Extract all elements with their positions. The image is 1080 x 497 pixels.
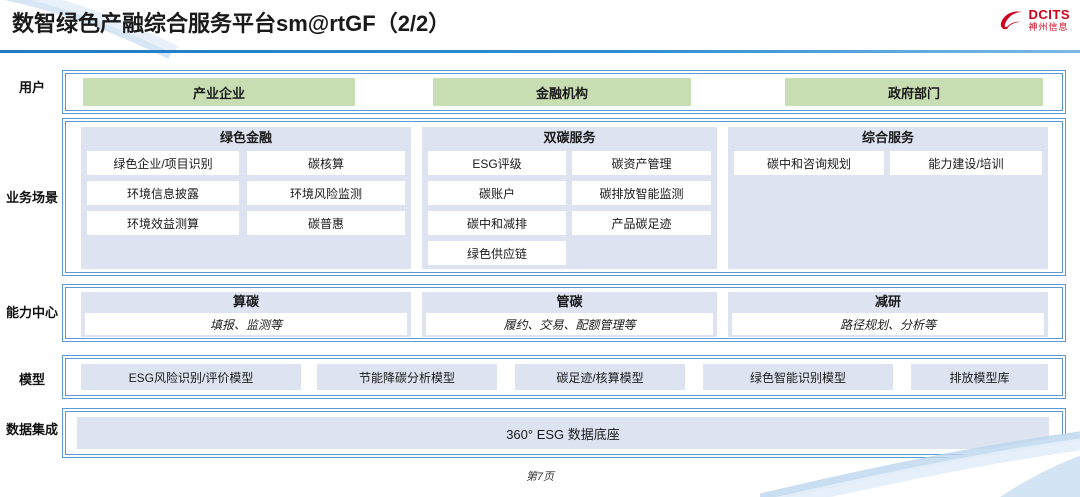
capability-sub[interactable]: 履约、交易、配额管理等 bbox=[426, 313, 713, 335]
capability-title: 管碳 bbox=[556, 294, 583, 309]
scenario-cell[interactable]: 碳中和减排 bbox=[428, 211, 566, 235]
logo-text-cn: 神州信息 bbox=[1028, 22, 1069, 32]
page-number: 第7页 bbox=[525, 471, 555, 483]
panel-integrated-service: 综合服务 碳中和咨询规划 能力建设/培训 bbox=[728, 127, 1048, 269]
scenario-cell[interactable]: 环境效益测算 bbox=[87, 211, 239, 235]
brand-logo: DCITS 神州信息 bbox=[999, 8, 1071, 32]
scenario-cell[interactable]: 环境风险监测 bbox=[247, 181, 405, 205]
capability-panel-reduce-research: 减研 路径规划、分析等 bbox=[728, 292, 1048, 337]
scenario-cell[interactable]: 绿色企业/项目识别 bbox=[87, 151, 239, 175]
header-divider bbox=[0, 50, 1080, 53]
capability-panel-manage-carbon: 管碳 履约、交易、配额管理等 bbox=[422, 292, 717, 337]
scenario-cell[interactable]: 碳资产管理 bbox=[572, 151, 711, 175]
panel-green-finance: 绿色金融 绿色企业/项目识别 碳核算 环境信息披露 环境风险监测 环境效益测算 … bbox=[81, 127, 411, 269]
capability-panel-count-carbon: 算碳 填报、监测等 bbox=[81, 292, 411, 337]
model-box[interactable]: 节能降碳分析模型 bbox=[317, 364, 497, 390]
user-box-government[interactable]: 政府部门 bbox=[785, 78, 1043, 106]
row-label-model: 模型 bbox=[18, 372, 45, 387]
scenario-cell[interactable]: 碳排放智能监测 bbox=[572, 181, 711, 205]
scenario-cell[interactable]: 碳中和咨询规划 bbox=[734, 151, 884, 175]
scenario-cell[interactable]: 产品碳足迹 bbox=[572, 211, 711, 235]
row-label-data: 数据集成 bbox=[6, 422, 59, 437]
capability-sub[interactable]: 填报、监测等 bbox=[85, 313, 407, 335]
model-box[interactable]: 绿色智能识别模型 bbox=[703, 364, 893, 390]
scenario-cell[interactable]: ESG评级 bbox=[428, 151, 566, 175]
scenario-cell[interactable]: 碳普惠 bbox=[247, 211, 405, 235]
slide-header: 数智绿色产融综合服务平台sm@rtGF（2/2） DCITS 神州信息 bbox=[0, 0, 1080, 53]
scenario-cell[interactable]: 能力建设/培训 bbox=[890, 151, 1042, 175]
capability-sub[interactable]: 路径规划、分析等 bbox=[732, 313, 1044, 335]
scenario-cell[interactable]: 碳核算 bbox=[247, 151, 405, 175]
row-frame-user: 产业企业 金融机构 政府部门 bbox=[62, 70, 1066, 114]
model-box[interactable]: ESG风险识别/评价模型 bbox=[81, 364, 301, 390]
scenario-cell[interactable]: 绿色供应链 bbox=[428, 241, 566, 265]
panel-title-dual-carbon: 双碳服务 bbox=[543, 130, 596, 145]
model-box[interactable]: 碳足迹/核算模型 bbox=[515, 364, 685, 390]
data-foundation-bar[interactable]: 360° ESG 数据底座 bbox=[77, 417, 1049, 449]
panel-title-green-finance: 绿色金融 bbox=[219, 130, 272, 145]
row-frame-model: ESG风险识别/评价模型 节能降碳分析模型 碳足迹/核算模型 绿色智能识别模型 … bbox=[62, 355, 1066, 399]
logo-text-en: DCITS bbox=[1028, 7, 1070, 22]
scenario-cell[interactable]: 碳账户 bbox=[428, 181, 566, 205]
panel-dual-carbon: 双碳服务 ESG评级 碳资产管理 碳账户 碳排放智能监测 碳中和减排 产品碳足迹… bbox=[422, 127, 717, 269]
panel-title-integrated-service: 综合服务 bbox=[861, 130, 914, 145]
row-frame-capability: 算碳 填报、监测等 管碳 履约、交易、配额管理等 减研 路径规划、分析等 bbox=[62, 284, 1066, 342]
page-title: 数智绿色产融综合服务平台sm@rtGF（2/2） bbox=[12, 11, 451, 36]
row-frame-data: 360° ESG 数据底座 bbox=[62, 408, 1066, 458]
capability-title: 算碳 bbox=[232, 294, 259, 309]
capability-title: 减研 bbox=[874, 294, 901, 309]
user-box-industry[interactable]: 产业企业 bbox=[83, 78, 355, 106]
scenario-cell[interactable]: 环境信息披露 bbox=[87, 181, 239, 205]
row-frame-scenario: 绿色金融 绿色企业/项目识别 碳核算 环境信息披露 环境风险监测 环境效益测算 … bbox=[62, 118, 1066, 276]
row-label-capability: 能力中心 bbox=[6, 305, 59, 320]
dcits-swirl-icon bbox=[999, 9, 1025, 31]
model-box[interactable]: 排放模型库 bbox=[911, 364, 1048, 390]
row-label-scenario: 业务场景 bbox=[6, 190, 59, 205]
user-box-financial[interactable]: 金融机构 bbox=[433, 78, 691, 106]
row-label-user: 用户 bbox=[18, 80, 45, 95]
